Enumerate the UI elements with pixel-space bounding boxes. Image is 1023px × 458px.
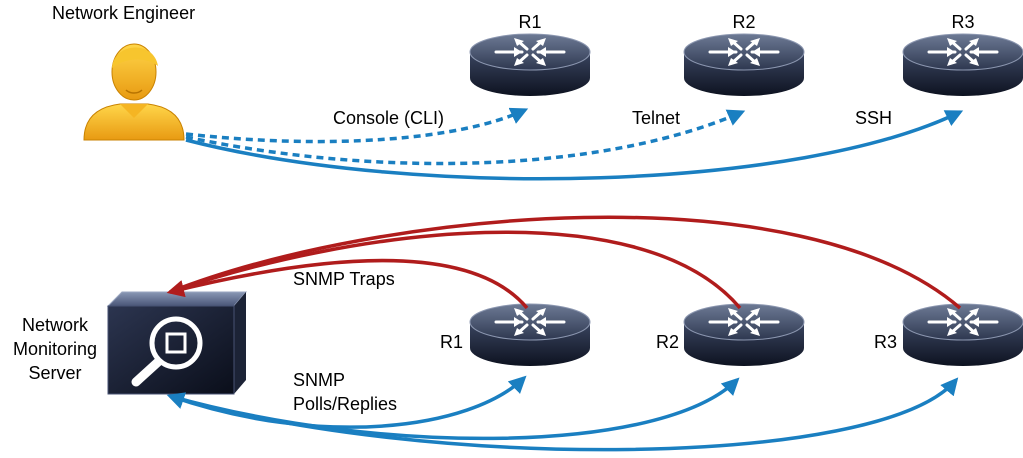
top-router-r3-label: R3	[951, 12, 974, 32]
bottom-router-r2	[682, 302, 806, 368]
bottom-router-r1-label: R1	[440, 332, 463, 352]
ssh-label: SSH	[855, 108, 892, 128]
poll-line-r3	[169, 377, 959, 452]
bottom-router-r1	[468, 302, 592, 368]
telnet-label: Telnet	[632, 108, 680, 128]
top-router-r2	[682, 32, 806, 98]
network-engineer-icon	[83, 43, 185, 141]
ssh-connection-line	[185, 110, 964, 181]
bottom-router-r3	[901, 302, 1023, 368]
trap-line-r1	[166, 258, 529, 310]
console-label: Console (CLI)	[333, 108, 444, 128]
snmp-traps-label: SNMP Traps	[293, 269, 395, 289]
trap-line-r2	[169, 230, 742, 310]
trap-line-r3	[169, 215, 962, 310]
top-router-r3	[901, 32, 1023, 98]
bottom-router-r2-label: R2	[656, 332, 679, 352]
telnet-connection-line	[185, 109, 746, 166]
server-label-line3: Server	[28, 363, 81, 383]
server-label-line2: Monitoring	[13, 339, 97, 359]
snmp-polls-label-line2: Polls/Replies	[293, 394, 397, 414]
bottom-router-r3-label: R3	[874, 332, 897, 352]
server-label-line1: Network	[22, 315, 89, 335]
top-router-r1-label: R1	[518, 12, 541, 32]
monitoring-server-icon	[106, 291, 248, 395]
top-router-r1	[468, 32, 592, 98]
engineer-label: Network Engineer	[52, 3, 195, 23]
top-router-r2-label: R2	[732, 12, 755, 32]
poll-line-r2	[169, 377, 740, 441]
snmp-polls-label-line1: SNMP	[293, 370, 345, 390]
